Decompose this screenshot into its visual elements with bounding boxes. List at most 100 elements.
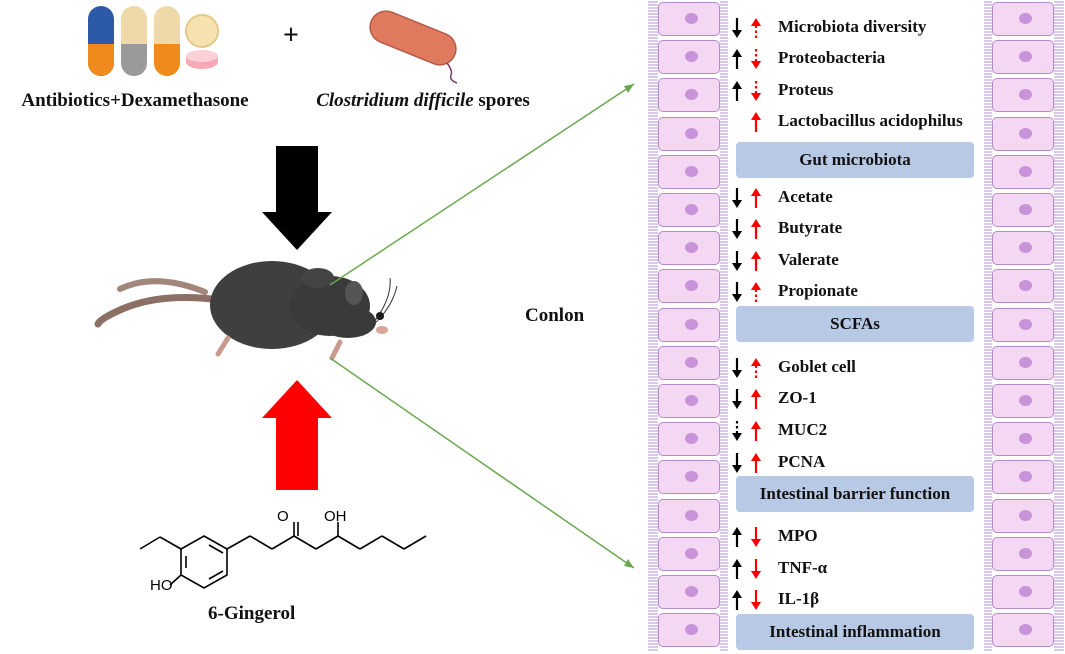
list-item: Acetate (730, 186, 990, 210)
nucleus (685, 471, 698, 483)
list-item: Lactobacillus acidophilus (730, 110, 990, 134)
treatment-change-arrow (751, 590, 761, 610)
epithelial-cell (658, 2, 720, 36)
ketone-o-label: O (277, 508, 289, 525)
capsule-icon (121, 6, 147, 76)
nucleus (685, 51, 698, 63)
group-title-panel: Intestinal barrier function (736, 476, 974, 512)
epithelial-cell (658, 384, 720, 418)
model-change-arrow (732, 188, 742, 208)
list-item: PCNA (730, 451, 990, 475)
model-change-arrow (732, 389, 742, 409)
item-label: MUC2 (778, 420, 828, 439)
bacterium-icon (369, 10, 458, 84)
model-change-arrow (732, 590, 742, 610)
nucleus (1019, 318, 1032, 330)
nucleus (685, 165, 698, 177)
nucleus (685, 204, 698, 215)
nucleus (1019, 165, 1032, 177)
epithelial-cell (992, 345, 1054, 380)
treatment-change-arrow (751, 219, 761, 239)
nucleus (1019, 242, 1032, 254)
model-change-arrow (732, 358, 742, 378)
model-change-arrow (732, 49, 742, 69)
nucleus (685, 509, 698, 521)
nucleus (1019, 356, 1032, 368)
epithelial-cell (658, 498, 720, 533)
nucleus (1019, 509, 1032, 521)
nucleus (685, 547, 698, 559)
model-arrow (262, 146, 332, 250)
list-item: Proteus (730, 79, 990, 103)
tablet-icon (185, 14, 219, 69)
treatment-change-arrow (751, 112, 761, 132)
nucleus (685, 624, 698, 636)
epithelial-cell (992, 78, 1054, 113)
nucleus (1019, 280, 1032, 292)
list-item: ZO-1 (730, 387, 990, 411)
epithelial-cell (658, 116, 720, 151)
list-item: MUC2 (730, 419, 990, 443)
nucleus (685, 242, 698, 254)
nucleus (1019, 586, 1032, 597)
epithelial-cell (992, 613, 1054, 648)
model-change-arrow (732, 421, 742, 441)
epithelial-cell (992, 116, 1054, 151)
epithelial-cell (658, 40, 720, 75)
treatment-change-arrow (751, 18, 761, 38)
list-item: Propionate (730, 280, 990, 304)
model-change-arrow (732, 527, 742, 547)
clostridium-label: Clostridium difficile spores (298, 90, 548, 112)
nucleus (1019, 624, 1032, 636)
antibiotics-label: Antibiotics+Dexamethasone (21, 90, 249, 111)
item-label: Microbiota diversity (778, 17, 927, 36)
epithelial-cell (658, 78, 720, 113)
model-change-arrow (732, 81, 742, 101)
nucleus (1019, 89, 1032, 101)
epithelial-cell (658, 193, 720, 227)
connector-line (329, 357, 635, 569)
treatment-change-arrow (751, 358, 761, 378)
model-change-arrow (732, 219, 742, 239)
epithelial-cell (658, 345, 720, 380)
nucleus (685, 127, 698, 139)
hydroxyl-label: OH (324, 508, 347, 525)
epithelial-cell (992, 498, 1054, 533)
treatment-arrow (262, 380, 332, 490)
epithelial-cell (992, 307, 1054, 342)
item-label: IL-1β (778, 589, 820, 608)
phenol-label: HO (150, 577, 173, 594)
nucleus (685, 280, 698, 292)
model-change-arrow (732, 18, 742, 38)
treatment-change-arrow (751, 453, 761, 473)
villi-icon (648, 1, 728, 651)
epithelial-cell (992, 384, 1054, 418)
group-title-panel: Gut microbiota (736, 142, 974, 178)
epithelial-cell (992, 193, 1054, 227)
mouse-illustration (94, 261, 398, 361)
nucleus (685, 433, 698, 445)
capsule-icon (154, 6, 180, 76)
nucleus (1019, 204, 1032, 215)
nucleus (1019, 51, 1032, 63)
treatment-change-arrow (751, 527, 761, 547)
treatment-change-arrow (751, 81, 761, 101)
compound-name: 6-Gingerol (208, 603, 296, 624)
item-label: Goblet cell (778, 357, 856, 376)
epithelial-cell (992, 231, 1054, 266)
nucleus (1019, 471, 1032, 483)
epithelial-cell (658, 575, 720, 609)
item-label: Acetate (778, 187, 833, 206)
item-label: ZO-1 (778, 388, 817, 407)
epithelial-cell (658, 613, 720, 648)
epithelial-cell (658, 307, 720, 342)
nucleus (685, 586, 698, 597)
treatment-change-arrow (751, 49, 761, 69)
tissue-label: Conlon (525, 305, 585, 326)
epithelial-cell (992, 40, 1054, 75)
list-item: Goblet cell (730, 356, 990, 380)
treatment-change-arrow (751, 251, 761, 271)
list-item: MPO (730, 525, 990, 549)
item-label: MPO (778, 526, 818, 545)
